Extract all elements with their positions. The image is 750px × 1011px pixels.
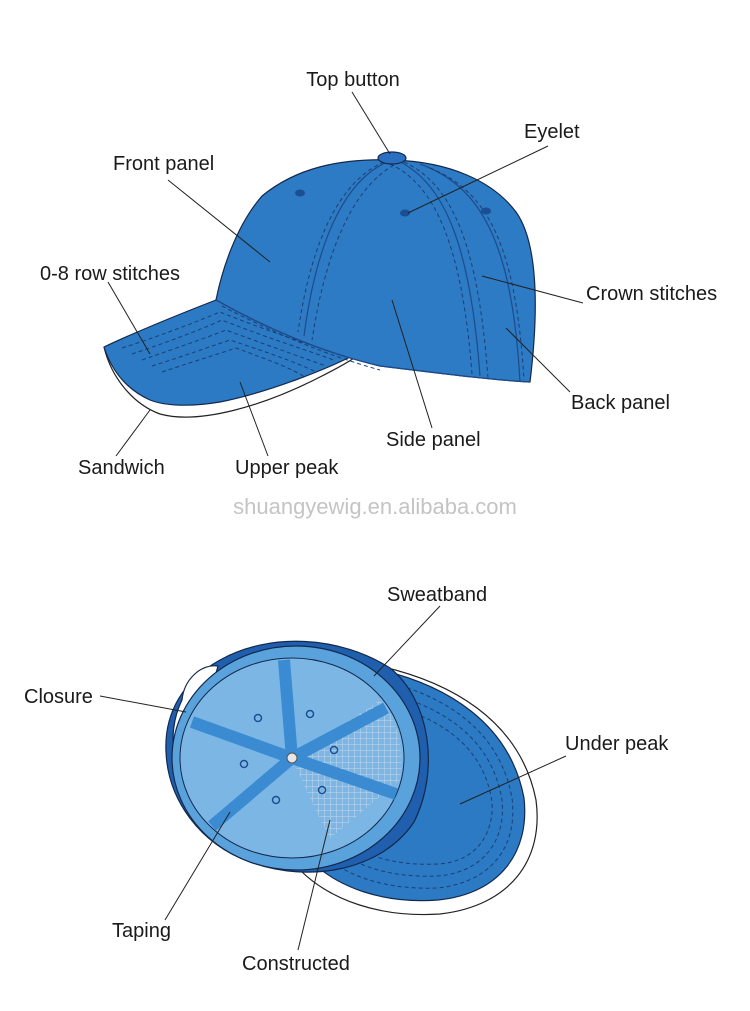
constructed-mesh: [292, 700, 402, 838]
label-back-panel: Back panel: [571, 392, 670, 414]
cap-side-view: [103, 151, 536, 418]
upper-peak-shape: [103, 299, 362, 406]
inner-eyelet: [253, 713, 263, 723]
label-side-panel: Side panel: [386, 429, 481, 451]
label-front-panel: Front panel: [113, 153, 214, 175]
top-button-shape: [377, 151, 407, 165]
label-upper-peak: Upper peak: [235, 457, 339, 479]
label-under-peak: Under peak: [565, 733, 669, 755]
watermark: shuangyewig.en.alibaba.com: [233, 494, 517, 519]
eyelet-dot: [400, 209, 410, 217]
eyelet-dot: [295, 189, 305, 197]
label-sandwich: Sandwich: [78, 457, 165, 479]
label-eyelet: Eyelet: [524, 121, 580, 143]
label-sweatband: Sweatband: [387, 584, 487, 606]
inner-button: [286, 752, 298, 764]
bottom-leaders: [99, 605, 567, 951]
label-closure: Closure: [24, 686, 93, 708]
label-constructed: Constructed: [242, 953, 350, 975]
inner-eyelet: [239, 759, 249, 769]
inner-eyelet: [271, 795, 281, 805]
inner-eyelet: [305, 709, 315, 719]
label-row-stitches: 0-8 row stitches: [40, 263, 180, 285]
label-top-button: Top button: [306, 69, 399, 91]
cap-under-view: [165, 640, 538, 916]
inner-eyelet: [317, 785, 327, 795]
top-leaders: [107, 91, 584, 457]
label-crown-stitches: Crown stitches: [586, 283, 717, 305]
eyelet-dot: [481, 207, 491, 215]
taping-bands: [189, 659, 398, 831]
label-taping: Taping: [112, 920, 171, 942]
inner-eyelet: [329, 745, 339, 755]
